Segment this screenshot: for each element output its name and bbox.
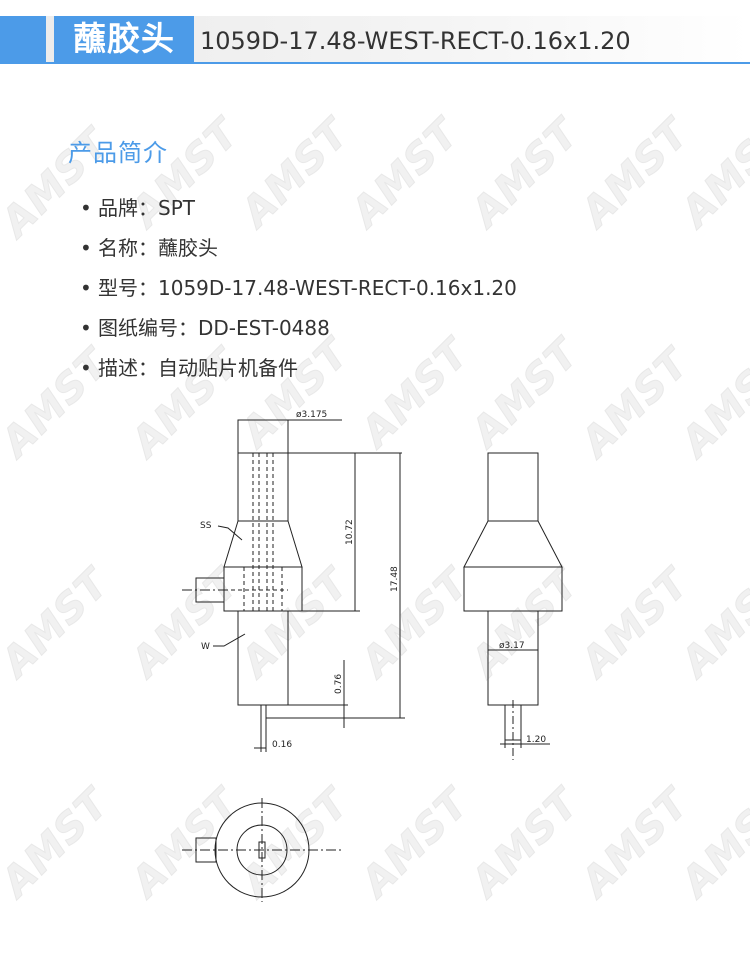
- spec-label: 描述: [98, 356, 138, 380]
- spec-value: DD-EST-0488: [198, 316, 330, 340]
- dim-upper-length: 10.72: [345, 519, 355, 545]
- spec-label: 型号: [98, 276, 138, 300]
- spec-item-brand: •品牌：SPT: [80, 192, 517, 232]
- watermark: AMST: [672, 110, 750, 236]
- label-w: W: [201, 642, 210, 652]
- spec-item-drawing-number: •图纸编号：DD-EST-0488: [80, 312, 517, 352]
- dim-top-diameter: ø3.175: [296, 410, 327, 420]
- spec-label: 品牌: [98, 196, 138, 220]
- bullet-icon: •: [80, 316, 92, 340]
- top-view: [182, 798, 342, 902]
- watermark: AMST: [572, 110, 698, 236]
- bullet-icon: •: [80, 236, 92, 260]
- front-view: [182, 419, 405, 752]
- technical-drawing: ø3.175 10.72 17.48 0.76 0.16 ø3.17 1.20 …: [182, 410, 563, 902]
- spec-label: 名称: [98, 236, 138, 260]
- bullet-icon: •: [80, 356, 92, 380]
- spec-value: 1059D-17.48-WEST-RECT-0.16x1.20: [158, 276, 517, 300]
- product-name: 蘸胶头: [54, 16, 194, 62]
- dim-tip-offset: 0.76: [334, 674, 344, 694]
- header-divider: [0, 62, 750, 64]
- spec-item-description: •描述：自动贴片机备件: [80, 352, 517, 392]
- dim-tip-width: 0.16: [272, 740, 292, 750]
- product-model: 1059D-17.48-WEST-RECT-0.16x1.20: [200, 27, 631, 55]
- dim-side-diameter: ø3.17: [499, 641, 525, 651]
- dim-total-length: 17.48: [390, 566, 400, 592]
- dim-side-tip-width: 1.20: [526, 735, 546, 745]
- header-accent: [0, 16, 46, 62]
- label-ss: SS: [200, 521, 212, 531]
- bullet-icon: •: [80, 196, 92, 220]
- spec-value: SPT: [158, 196, 195, 220]
- spec-label: 图纸编号: [98, 316, 178, 340]
- spec-separator: ：: [138, 276, 158, 300]
- side-view: [463, 452, 563, 760]
- product-header: 蘸胶头 1059D-17.48-WEST-RECT-0.16x1.20: [0, 16, 750, 62]
- spec-value: 自动贴片机备件: [158, 356, 298, 380]
- spec-value: 蘸胶头: [158, 236, 218, 260]
- spec-list: •品牌：SPT •名称：蘸胶头 •型号：1059D-17.48-WEST-REC…: [80, 192, 517, 392]
- spec-item-model: •型号：1059D-17.48-WEST-RECT-0.16x1.20: [80, 272, 517, 312]
- spec-separator: ：: [138, 356, 158, 380]
- spec-separator: ：: [178, 316, 198, 340]
- spec-separator: ：: [138, 236, 158, 260]
- spec-item-name: •名称：蘸胶头: [80, 232, 517, 272]
- spec-separator: ：: [138, 196, 158, 220]
- bullet-icon: •: [80, 276, 92, 300]
- section-title: 产品简介: [68, 139, 168, 167]
